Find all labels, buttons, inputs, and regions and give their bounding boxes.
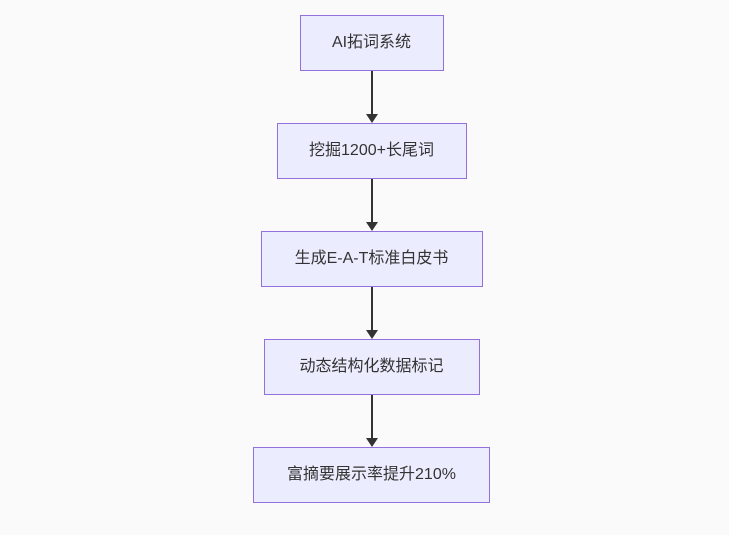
flow-node-label: 动态结构化数据标记	[299, 358, 444, 375]
arrow-shaft	[370, 71, 373, 114]
flow-node-ai-word-system: AI拓词系统	[299, 15, 444, 71]
flow-node-rich-snippet-result: 富摘要展示率提升210%	[253, 447, 490, 503]
flow-arrow-1	[365, 71, 378, 123]
arrow-shaft	[370, 395, 373, 438]
flow-node-label: 挖掘1200+长尾词	[309, 142, 434, 159]
arrowhead-down-icon	[365, 438, 378, 447]
flow-node-label: AI拓词系统	[331, 34, 412, 51]
arrowhead-down-icon	[365, 330, 378, 339]
arrowhead-down-icon	[365, 114, 378, 123]
flow-node-label: 富摘要展示率提升210%	[287, 466, 456, 483]
flow-node-eat-whitepaper: 生成E-A-T标准白皮书	[260, 231, 483, 287]
flow-node-longtail-mining: 挖掘1200+长尾词	[276, 123, 467, 179]
arrow-shaft	[370, 287, 373, 330]
flow-arrow-3	[365, 287, 378, 339]
flow-arrow-2	[365, 179, 378, 231]
flowchart: AI拓词系统 挖掘1200+长尾词 生成E-A-T标准白皮书 动态结构化数据标记…	[253, 0, 490, 503]
flow-node-structured-data: 动态结构化数据标记	[263, 339, 480, 395]
arrow-shaft	[370, 179, 373, 222]
flow-arrow-4	[365, 395, 378, 447]
arrowhead-down-icon	[365, 222, 378, 231]
flow-node-label: 生成E-A-T标准白皮书	[294, 250, 449, 267]
